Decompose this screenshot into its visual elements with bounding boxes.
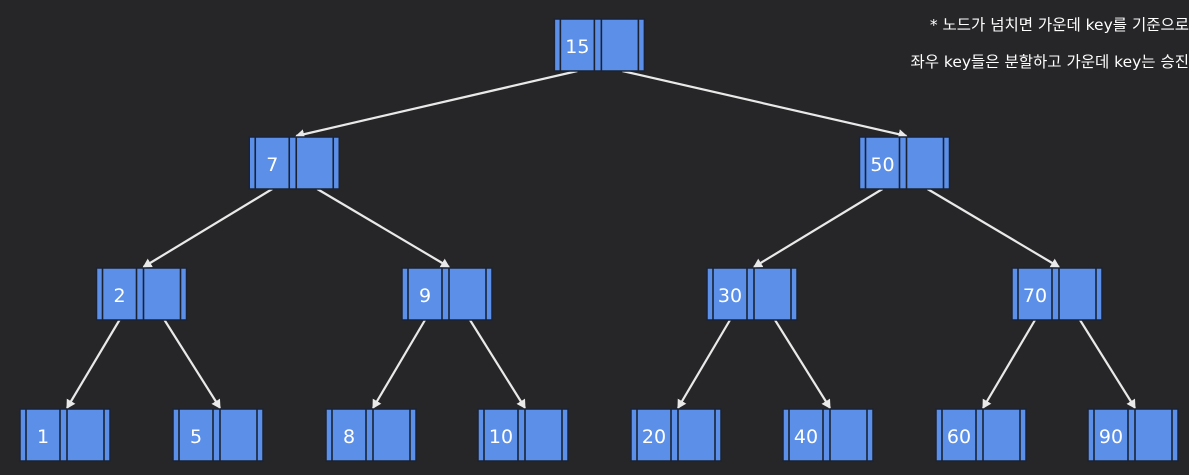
- node-box: [477, 408, 569, 462]
- tree-node-5: 5: [172, 408, 264, 462]
- node-box: [95, 267, 188, 321]
- node-box: [172, 408, 264, 462]
- split-note-line-1: * 노드가 넘치면 가운데 key를 기준으로: [929, 16, 1189, 34]
- node-key-label: 7: [266, 154, 278, 176]
- node-box: [858, 136, 951, 190]
- tree-node-9: 9: [401, 267, 493, 321]
- node-key-label: 50: [870, 154, 894, 176]
- node-key-label: 30: [718, 285, 742, 307]
- node-key-label: 60: [947, 426, 971, 448]
- edge-30-to-40: [774, 319, 831, 409]
- edges: [66, 69, 1136, 409]
- tree-node-10: 10: [477, 408, 569, 462]
- node-box: [630, 408, 722, 462]
- edge-15-to-7: [295, 69, 578, 140]
- node-key-label: 8: [343, 426, 355, 448]
- tree-node-90: 90: [1087, 408, 1179, 462]
- tree-node-8: 8: [325, 408, 417, 462]
- node-box: [782, 408, 874, 462]
- node-key-label: 15: [565, 36, 589, 58]
- tree-node-60: 60: [935, 408, 1027, 462]
- tree-node-15: 15: [553, 18, 646, 72]
- edge-7-to-2: [142, 188, 273, 268]
- node-box: [553, 18, 646, 72]
- edge-15-to-50: [622, 69, 908, 140]
- tree-node-20: 20: [630, 408, 722, 462]
- tree-node-1: 1: [19, 408, 111, 462]
- edge-9-to-8: [372, 319, 426, 409]
- node-key-label: 10: [489, 426, 513, 448]
- node-key-label: 1: [37, 426, 49, 448]
- node-box: [1011, 267, 1103, 321]
- node-key-label: 90: [1099, 426, 1123, 448]
- split-note-line-2: 좌우 key들은 분할하고 가운데 key는 승진: [910, 53, 1189, 71]
- edge-30-to-20: [677, 319, 731, 409]
- edge-9-to-10: [469, 319, 526, 409]
- node-box: [19, 408, 111, 462]
- node-box: [935, 408, 1027, 462]
- tree-node-7: 7: [248, 136, 340, 190]
- node-key-label: 9: [419, 285, 431, 307]
- edge-2-to-5: [163, 319, 221, 409]
- node-box: [401, 267, 493, 321]
- node-key-label: 2: [113, 285, 125, 307]
- node-key-label: 20: [642, 426, 666, 448]
- edge-70-to-60: [982, 319, 1036, 409]
- node-box: [1087, 408, 1179, 462]
- tree-node-50: 50: [858, 136, 951, 190]
- tree-node-2: 2: [95, 267, 188, 321]
- edge-50-to-30: [753, 188, 884, 268]
- node-box: [248, 136, 340, 190]
- edge-7-to-9: [316, 188, 450, 268]
- node-key-label: 40: [794, 426, 818, 448]
- tree-node-70: 70: [1011, 267, 1103, 321]
- tree-node-30: 30: [706, 267, 798, 321]
- node-key-label: 70: [1023, 285, 1047, 307]
- tree-node-40: 40: [782, 408, 874, 462]
- edge-50-to-70: [926, 188, 1060, 268]
- node-box: [325, 408, 417, 462]
- node-key-label: 5: [190, 426, 202, 448]
- edge-70-to-90: [1079, 319, 1136, 409]
- edge-2-to-1: [66, 319, 121, 409]
- node-box: [706, 267, 798, 321]
